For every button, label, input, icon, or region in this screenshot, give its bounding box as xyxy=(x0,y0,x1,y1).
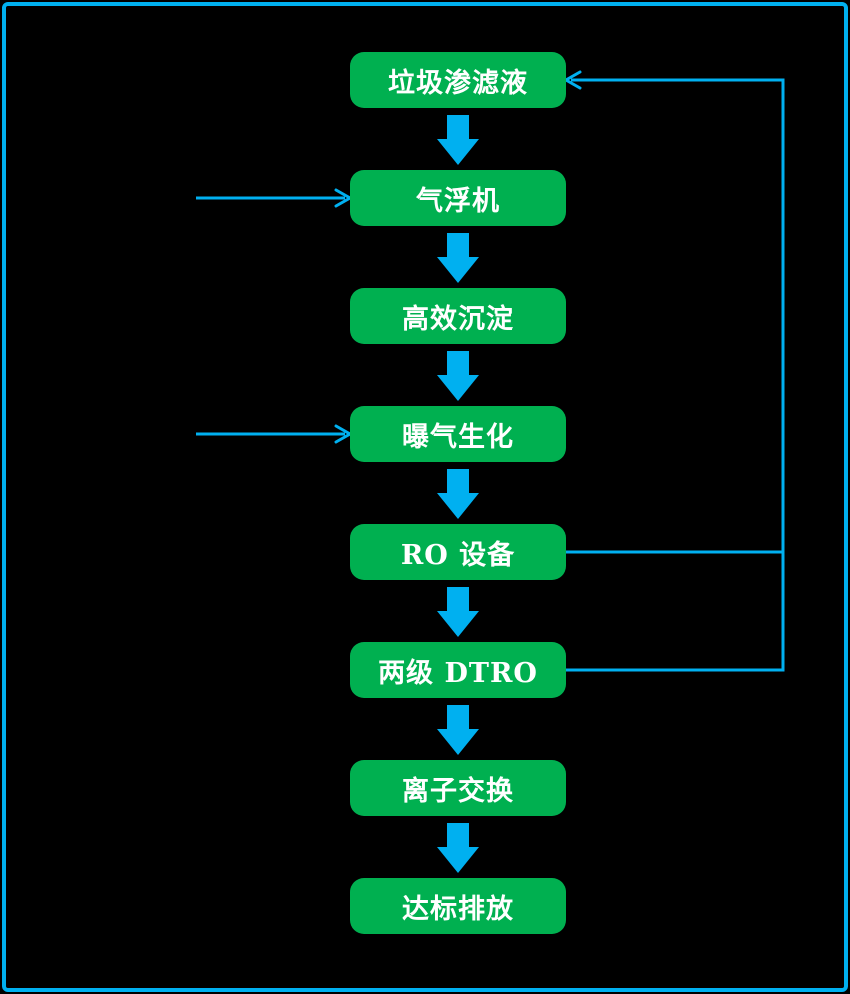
node-aeration-biochemical: 曝气生化 xyxy=(350,406,566,462)
block-arrow-down-icon xyxy=(437,233,479,283)
block-arrow-down-icon xyxy=(437,469,479,519)
node-label: 气浮机 xyxy=(416,185,500,217)
node-label: 曝气生化 xyxy=(402,421,514,453)
block-arrow-down-icon xyxy=(437,823,479,873)
node-label: 离子交换 xyxy=(402,775,514,807)
node-label: 高效沉淀 xyxy=(402,303,514,335)
node-label: 两级 DTRO xyxy=(378,657,538,689)
block-arrow-down-icon xyxy=(437,587,479,637)
node-ion-exchange: 离子交换 xyxy=(350,760,566,816)
node-label: 达标排放 xyxy=(402,893,514,925)
arrowhead-left-icon xyxy=(562,70,582,90)
node-label: RO 设备 xyxy=(400,539,516,571)
node-two-stage-dtro: 两级 DTRO xyxy=(350,642,566,698)
block-arrow-down-icon xyxy=(437,705,479,755)
block-arrow-down-icon xyxy=(437,351,479,401)
node-ro-equipment: RO 设备 xyxy=(350,524,566,580)
node-standard-discharge: 达标排放 xyxy=(350,878,566,934)
node-landfill-leachate: 垃圾渗滤液 xyxy=(350,52,566,108)
node-air-flotation: 气浮机 xyxy=(350,170,566,226)
block-arrow-down-icon xyxy=(437,115,479,165)
node-high-efficiency-sedimentation: 高效沉淀 xyxy=(350,288,566,344)
node-label: 垃圾渗滤液 xyxy=(388,67,528,99)
